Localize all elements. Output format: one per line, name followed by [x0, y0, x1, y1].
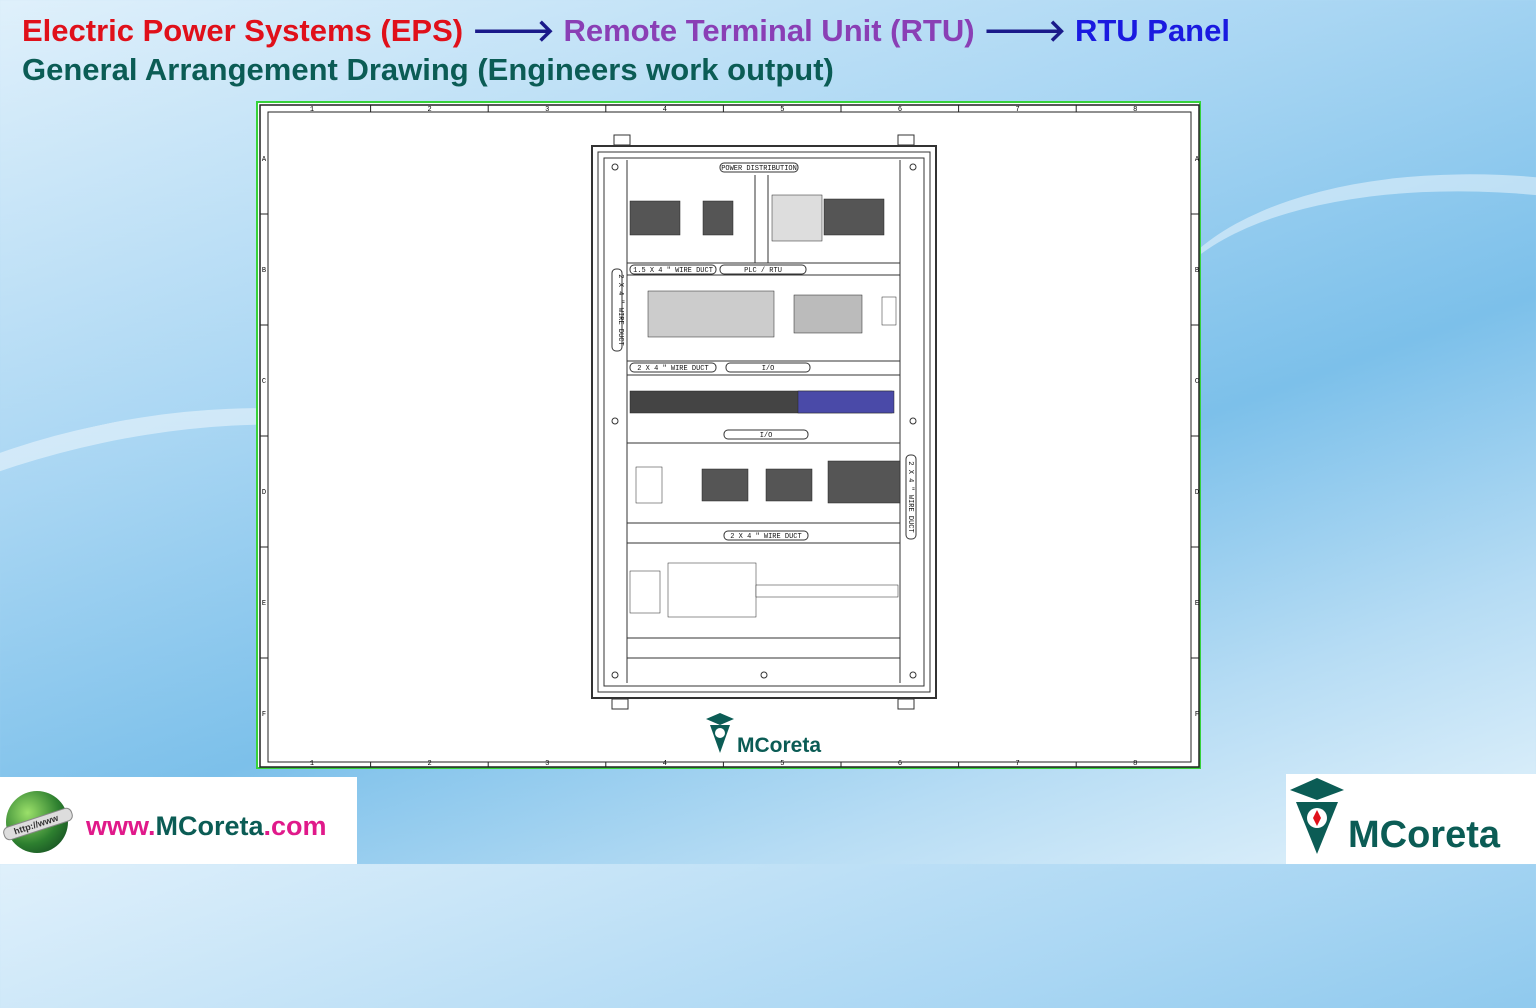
website-link[interactable]: www.MCoreta.com [86, 811, 327, 842]
website-banner[interactable]: http://www www.MCoreta.com [0, 777, 357, 864]
heater [667, 562, 757, 618]
brand-logo-text: MCoreta [1348, 814, 1501, 856]
grid-column-label: 7 [1015, 106, 1019, 114]
grid-row-label: C [1195, 378, 1199, 386]
label-duct-top: 1.5 X 4 " WIRE DUCT [633, 267, 713, 275]
modem [881, 296, 897, 326]
page-subtitle: General Arrangement Drawing (Engineers w… [22, 52, 834, 87]
grid-column-label: 6 [898, 106, 902, 114]
socket-outlet [635, 466, 663, 504]
grid-column-label: 1 [310, 106, 314, 114]
section-labels: POWER DISTRIBUTION 1.5 X 4 " WIRE DUCT P… [611, 162, 917, 541]
graduation-cap-logo-icon [1290, 778, 1344, 854]
grid-column-label: 5 [780, 760, 784, 768]
url-brand: MCoreta [155, 811, 264, 841]
grid-column-label: 4 [663, 106, 667, 114]
grid-column-label: 3 [545, 106, 549, 114]
grid-column-label: 3 [545, 760, 549, 768]
grid-row-label: E [262, 600, 266, 608]
url-prefix: www. [86, 811, 156, 841]
rtu-module [793, 294, 863, 334]
relay-group [765, 468, 813, 502]
arrow-right-icon: 🡒 [471, 13, 555, 48]
terminal-block-group [629, 200, 681, 236]
grid-row-label: B [262, 267, 266, 275]
grid-column-label: 5 [780, 106, 784, 114]
io-terminal-strip-blue [797, 390, 895, 414]
grid-column-label: 2 [427, 106, 431, 114]
arrow-right-icon: 🡒 [983, 13, 1067, 48]
drawing-logo-text: MCoreta [737, 734, 822, 757]
breadcrumb-rtu: Remote Terminal Unit (RTU) [563, 13, 975, 48]
grid-column-label: 1 [310, 760, 314, 768]
label-io-1: I/O [762, 365, 775, 373]
label-duct-mid: 2 X 4 " WIRE DUCT [637, 365, 708, 373]
label-plc-rtu: PLC / RTU [744, 267, 782, 275]
grid-column-label: 2 [427, 760, 431, 768]
grid-row-label: C [262, 378, 266, 386]
panel-enclosure [591, 134, 937, 710]
grid-row-label: F [1195, 711, 1199, 719]
terminal-block-group [823, 198, 885, 236]
grid-row-label: B [1195, 267, 1199, 275]
grid-column-label: 6 [898, 760, 902, 768]
component-blocks [629, 194, 901, 618]
din-rail [755, 584, 899, 598]
breadcrumb-rtu-panel: RTU Panel [1074, 13, 1230, 48]
grid-row-label: A [1195, 156, 1200, 164]
grid-column-label: 7 [1015, 760, 1019, 768]
url-suffix: .com [263, 811, 327, 841]
relay-group [827, 460, 901, 504]
plc-rack [647, 290, 775, 338]
terminal-block-group [702, 200, 734, 236]
label-power-distribution: POWER DISTRIBUTION [721, 165, 797, 173]
grid-row-label: E [1195, 600, 1199, 608]
label-io-2: I/O [760, 432, 773, 440]
grid-column-label: 8 [1133, 106, 1137, 114]
label-duct-bottom: 2 X 4 " WIRE DUCT [730, 533, 801, 541]
grid-column-label: 4 [663, 760, 667, 768]
breadcrumb-title: Electric Power Systems (EPS) 🡒 Remote Te… [22, 12, 1230, 49]
grid-column-label: 8 [1133, 760, 1137, 768]
breadcrumb-eps: Electric Power Systems (EPS) [22, 13, 464, 48]
power-supply [771, 194, 823, 242]
grid-row-label: A [262, 156, 267, 164]
label-duct-left: 2 X 4 " WIRE DUCT [616, 274, 624, 345]
grid-row-label: F [262, 711, 266, 719]
thermostat [629, 570, 661, 614]
relay-group [701, 468, 749, 502]
mcoreta-logo-icon [706, 713, 734, 753]
label-duct-right: 2 X 4 " WIRE DUCT [906, 461, 914, 532]
grid-row-label: D [262, 489, 266, 497]
brand-logo: MCoreta [1286, 774, 1536, 864]
grid-row-label: D [1195, 489, 1199, 497]
